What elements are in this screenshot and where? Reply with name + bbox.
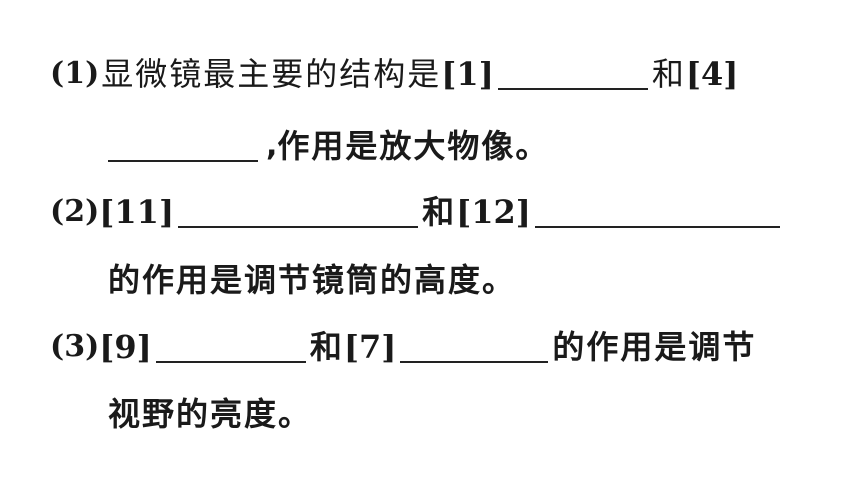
q3-ref-a: [9] <box>99 328 152 366</box>
q3-line-1: (3) [9] 和 [7] 的作用是调节 <box>50 325 756 369</box>
q1-text-a: 显微镜最主要的结构是 <box>101 55 442 93</box>
q1-line-2: , 作用是放大物像。 <box>108 124 549 168</box>
q1-line-1: (1) 显微镜最主要的结构是 [1] 和 [4] <box>50 52 738 96</box>
q3-text-b: 视野的亮度。 <box>108 395 313 433</box>
q3-ref-b: [7] <box>343 328 397 366</box>
q2-line-1: (2) [11] 和 [12] <box>50 190 784 234</box>
q3-blank-1[interactable] <box>155 331 306 363</box>
q1-label: (1) <box>50 56 100 91</box>
q2-conj: 和 <box>422 193 457 231</box>
q3-label: (3) <box>50 329 100 364</box>
q2-label: (2) <box>50 194 100 229</box>
q1-ref-a: [1] <box>441 55 494 93</box>
q1-blank-2[interactable] <box>108 130 258 162</box>
q1-blank-1[interactable] <box>497 58 648 90</box>
q3-blank-2[interactable] <box>400 331 549 363</box>
q2-blank-2[interactable] <box>534 196 780 228</box>
q2-text-b: 的作用是调节镜筒的高度。 <box>108 261 517 299</box>
q3-text-a: 的作用是调节 <box>552 328 757 366</box>
q3-line-2: 视野的亮度。 <box>108 392 312 436</box>
q2-blank-1[interactable] <box>178 196 419 228</box>
q2-ref-b: [12] <box>456 193 531 231</box>
q1-comma: , <box>266 128 278 163</box>
q2-line-2: 的作用是调节镜筒的高度。 <box>108 258 516 302</box>
q1-text-b: 作用是放大物像。 <box>277 127 550 165</box>
q3-conj: 和 <box>309 328 344 366</box>
q2-ref-a: [11] <box>99 193 175 231</box>
q1-ref-b: [4] <box>685 55 739 93</box>
q1-conj: 和 <box>651 55 686 93</box>
